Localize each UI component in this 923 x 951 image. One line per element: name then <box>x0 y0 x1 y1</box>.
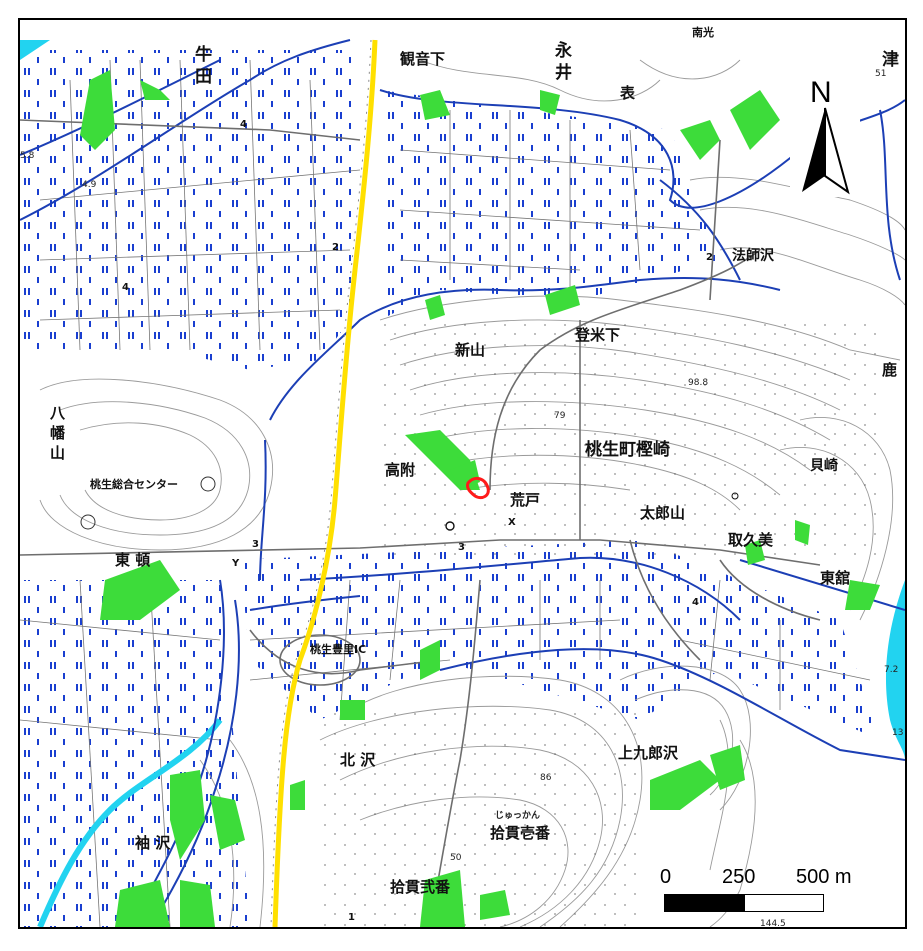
label-momo-center: 桃生総合センター <box>90 477 178 491</box>
tank-symbol-2 <box>80 514 96 530</box>
label-sodezawa: 袖 沢 <box>135 834 171 852</box>
elev-5: 51 <box>875 69 886 79</box>
label-ushida-2: 田 <box>195 67 212 87</box>
interchange-loop <box>279 634 361 686</box>
label-nanko: 南光 <box>692 25 714 39</box>
place-labels: 牛 田 観音下 永 井 表 杉 津 法師沢 登米下 新山 八 幡 山 桃生総合セ… <box>49 25 899 896</box>
svg-text:1: 1 <box>348 912 355 923</box>
elev-7: 13 <box>892 728 903 738</box>
elev-3: 98.8 <box>688 378 708 388</box>
label-higashidate: 東舘 <box>820 569 850 587</box>
scale-tick-0: 0 <box>660 866 672 888</box>
paddy-fields <box>20 50 880 927</box>
route-numbers: 4 2 4 2 3 3 4 1 X Y <box>122 119 713 923</box>
label-hachimanyama-3: 山 <box>50 444 65 462</box>
elev-4: 79 <box>554 411 566 421</box>
label-tsu: 津 <box>882 49 899 70</box>
school-symbol <box>445 521 455 531</box>
label-taroyama: 太郎山 <box>640 504 685 522</box>
elev-6: 7.2 <box>884 665 898 675</box>
highway[interactable] <box>272 39 378 927</box>
label-kaizaki: 貝崎 <box>810 457 838 474</box>
elev-9: 144.5 <box>760 919 786 927</box>
forest-patches <box>80 70 880 927</box>
north-arrow-right-half <box>824 107 850 195</box>
svg-text:X: X <box>508 517 516 528</box>
north-arrow-left-half <box>802 108 825 192</box>
label-juukan-ruby: じゅっかん <box>495 810 540 821</box>
scale-tick-250: 250 <box>722 866 756 888</box>
target-location-marker[interactable] <box>466 476 490 500</box>
label-juukannniban: 拾貫弐番 <box>390 878 451 896</box>
scale-bar-white-segment <box>744 894 824 912</box>
svg-text:2: 2 <box>332 242 339 253</box>
temple-symbol <box>731 492 739 500</box>
north-label: N <box>810 76 832 109</box>
svg-text:3: 3 <box>458 542 465 553</box>
label-momocho-kashiwazaki: 桃生町樫崎 <box>585 439 670 460</box>
label-kannonshita: 観音下 <box>400 50 445 68</box>
label-omote: 表 <box>620 84 636 102</box>
label-shinyama: 新山 <box>455 341 485 359</box>
water-body-nw <box>20 40 50 60</box>
label-momo-toyosato-ic: 桃生豊里IC <box>310 642 366 656</box>
canal-sw <box>37 718 223 927</box>
elev-8: 86 <box>540 773 552 783</box>
label-takatsuki: 高附 <box>385 461 415 479</box>
label-ushida-1: 牛 <box>195 44 212 65</box>
scale-bar: 0 250 500 m <box>656 866 876 927</box>
svg-text:3: 3 <box>252 539 259 550</box>
elev-1: 5.8 <box>20 151 35 161</box>
label-hachimanyama-2: 幡 <box>50 424 66 442</box>
label-tokumi: 取久美 <box>728 531 774 549</box>
scale-bar-black-segment <box>664 894 744 912</box>
label-juukanichiban: 拾貫壱番 <box>490 824 551 842</box>
label-nagai-2: 井 <box>555 62 572 83</box>
label-hachimanyama-1: 八 <box>49 404 66 422</box>
label-hosshizawa: 法師沢 <box>732 247 775 264</box>
svg-text:4: 4 <box>122 282 129 293</box>
label-shika: 鹿 <box>882 361 897 379</box>
roads <box>20 119 821 927</box>
svg-text:4: 4 <box>240 119 247 130</box>
elev-10: 50 <box>450 853 462 863</box>
map-frame: 牛 田 観音下 永 井 表 杉 津 法師沢 登米下 新山 八 幡 山 桃生総合セ… <box>18 18 907 929</box>
north-arrow: N <box>790 72 860 197</box>
label-nagai-1: 永 <box>554 40 572 61</box>
svg-text:2: 2 <box>706 252 713 263</box>
tank-symbol <box>200 476 216 492</box>
label-tomeishita: 登米下 <box>574 326 620 344</box>
label-kamikurozawa: 上九郎沢 <box>618 744 679 762</box>
water-body-e <box>885 580 905 760</box>
svg-text:4: 4 <box>692 597 699 608</box>
label-arato: 荒戸 <box>510 491 540 509</box>
topographic-map[interactable]: 牛 田 観音下 永 井 表 杉 津 法師沢 登米下 新山 八 幡 山 桃生総合セ… <box>20 20 905 927</box>
scale-tick-500: 500 m <box>796 866 852 888</box>
elevation-points: 5.8 4.9 98.8 79 51 7.2 13 86 144.5 50 <box>20 69 903 927</box>
svg-text:Y: Y <box>231 558 240 569</box>
label-kitazawa: 北 沢 <box>340 751 376 769</box>
elev-2: 4.9 <box>82 180 97 190</box>
label-higashikoya: 東 頓 <box>115 551 150 569</box>
